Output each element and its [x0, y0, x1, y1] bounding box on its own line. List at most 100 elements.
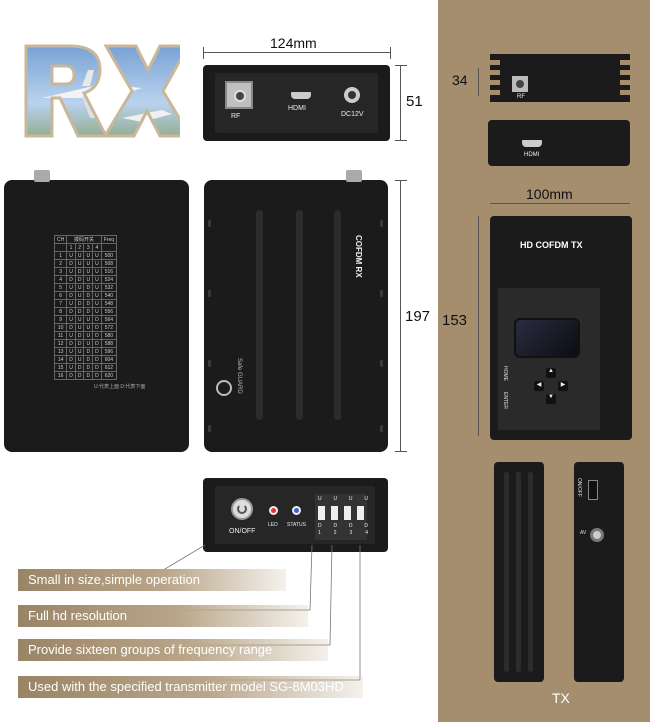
table-cell: U [74, 251, 85, 260]
dip-switch-1[interactable] [318, 506, 325, 520]
rf-connector-icon [225, 81, 253, 109]
home-label: HOME [502, 366, 508, 381]
table-cell: 8 [53, 307, 68, 316]
table-cell: U [92, 275, 102, 284]
rx-front-panel: RF HDMI DC12V [203, 65, 390, 141]
table-cell: 7 [53, 299, 68, 308]
table-cell: 10 [53, 323, 68, 332]
table-cell: D [83, 291, 94, 300]
table-cell: D [83, 355, 94, 364]
table-cell: D [66, 275, 76, 284]
table-cell: 12 [53, 339, 68, 348]
table-cell: D [74, 307, 85, 316]
dip-switch-4[interactable] [357, 506, 364, 520]
tx-front-view: HD COFDM TX HOME ENTER ▲ ◀ ▶ ▼ [490, 216, 632, 440]
hdmi-label: HDMI [288, 105, 306, 112]
table-cell: D [92, 371, 102, 380]
onoff-label: ON/OFF [229, 528, 256, 535]
table-cell: D [92, 355, 102, 364]
table-cell: U [66, 251, 76, 260]
table-cell: 6 [53, 291, 68, 300]
table-cell: U [66, 363, 76, 372]
table-cell: 5 [53, 283, 68, 292]
table-cell: U [66, 331, 76, 340]
table-cell: U [66, 267, 76, 276]
width-dimension-label: 124mm [270, 35, 317, 51]
table-cell: U [66, 347, 76, 356]
feature-item: Provide sixteen groups of frequency rang… [18, 639, 328, 661]
table-cell: U [74, 323, 85, 332]
status-indicator-icon [292, 506, 301, 515]
table-cell: 532 [100, 283, 118, 292]
table-cell: D [92, 323, 102, 332]
table-cell: D [92, 331, 102, 340]
table-subheader-row: 1 2 3 4 [53, 243, 118, 252]
table-cell: U [92, 259, 102, 268]
table-cell: U [92, 291, 102, 300]
brand-logo-icon [216, 380, 232, 396]
table-cell: 500 [100, 251, 118, 260]
table-cell: 4 [53, 275, 68, 284]
table-cell: 564 [100, 315, 118, 324]
dip-switch-3[interactable] [344, 506, 351, 520]
table-cell: 11 [53, 331, 68, 340]
table-cell: U [83, 315, 94, 324]
length-dimension-label: 197 [405, 308, 431, 325]
table-cell: D [92, 363, 102, 372]
table-cell: 612 [100, 363, 118, 372]
height-dimension-label: 51 [406, 93, 423, 110]
table-cell: 524 [100, 275, 118, 284]
table-cell: D [83, 307, 94, 316]
power-button[interactable] [231, 498, 253, 520]
table-cell: D [66, 291, 76, 300]
table-cell: D [74, 339, 85, 348]
table-cell: 620 [100, 371, 118, 380]
tx-hdmi-port-icon [522, 140, 542, 147]
down-button[interactable]: ▼ [546, 394, 556, 404]
table-cell: 556 [100, 307, 118, 316]
table-cell: U [66, 299, 76, 308]
tx-back-view: ON/OFF AV [574, 462, 624, 682]
up-button[interactable]: ▲ [546, 368, 556, 378]
table-cell: U [83, 275, 94, 284]
led-indicator-icon [269, 506, 278, 515]
table-cell: 15 [53, 363, 68, 372]
table-cell: D [66, 307, 76, 316]
table-cell: 604 [100, 355, 118, 364]
rx-side-view: COFDM RX Safe GUARD [204, 170, 388, 452]
tx-keypad[interactable]: ▲ ◀ ▶ ▼ [534, 368, 570, 404]
dip-switch-2[interactable] [331, 506, 338, 520]
rx-logo-image [24, 44, 193, 138]
enter-label: ENTER [502, 392, 508, 409]
table-cell: 540 [100, 291, 118, 300]
table-cell: 588 [100, 339, 118, 348]
rx-logo [22, 38, 193, 146]
tx-power-switch[interactable] [588, 480, 598, 500]
right-button[interactable]: ▶ [558, 381, 568, 391]
table-cell: D [83, 299, 94, 308]
dc-jack-icon [344, 87, 360, 103]
table-cell: 516 [100, 267, 118, 276]
rx-side-label: COFDM RX [354, 235, 363, 278]
table-cell: D [92, 339, 102, 348]
table-cell: D [83, 363, 94, 372]
dimension-line-length [400, 180, 401, 452]
table-cell: U [92, 283, 102, 292]
left-button[interactable]: ◀ [534, 381, 544, 391]
table-cell: 3 [53, 267, 68, 276]
brand-label: Safe GUARD [236, 358, 242, 394]
table-cell: D [74, 371, 85, 380]
table-cell: D [74, 331, 85, 340]
table-cell: D [74, 275, 85, 284]
